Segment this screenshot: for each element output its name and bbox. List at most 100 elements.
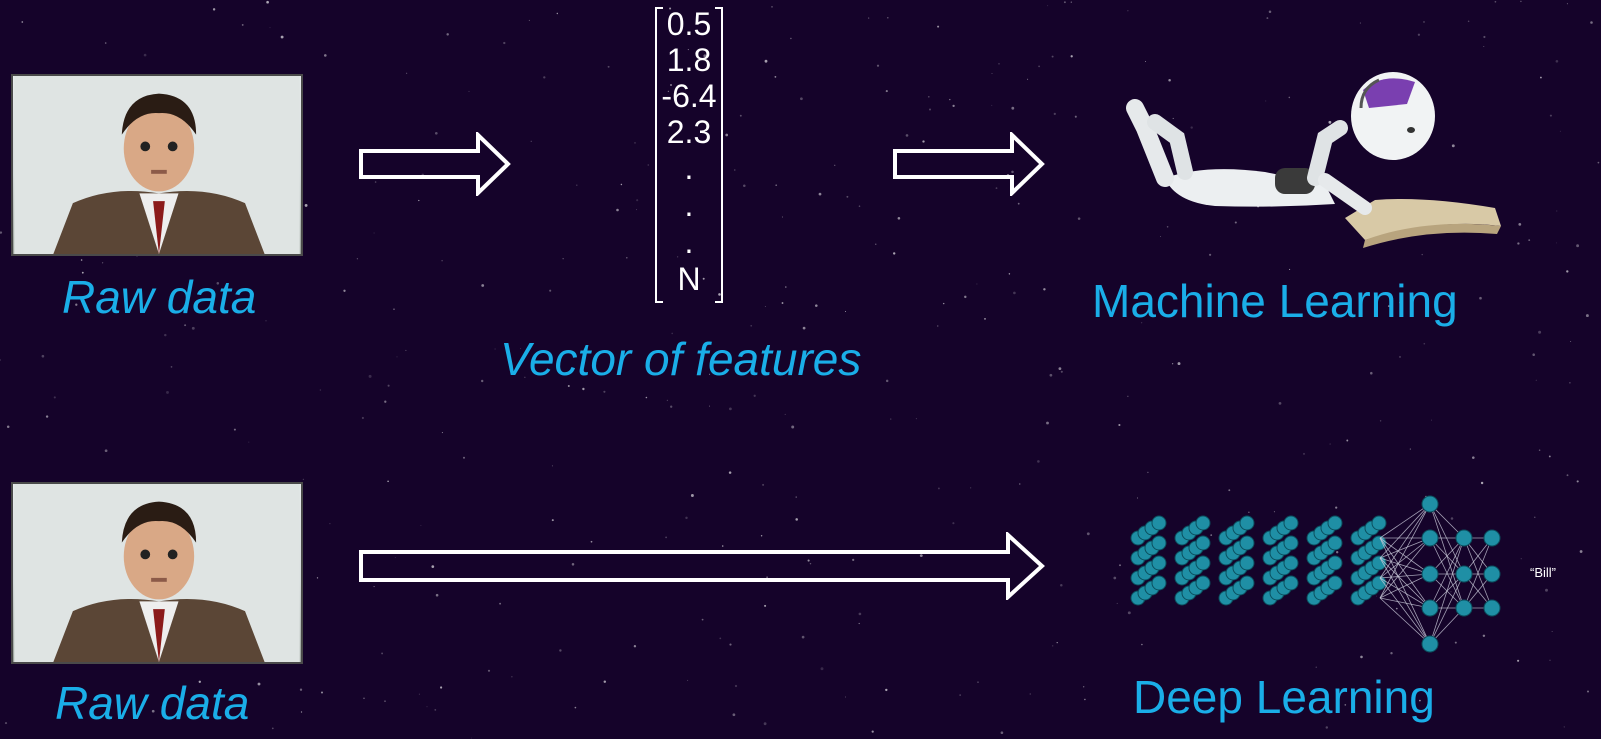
star (549, 289, 552, 292)
star (1284, 304, 1286, 305)
star (320, 691, 324, 694)
vector-value: 1.8 (666, 42, 712, 78)
star (280, 35, 284, 39)
network-node (1421, 495, 1439, 513)
star (1209, 253, 1212, 256)
star (844, 310, 847, 313)
star (1145, 61, 1146, 62)
star (1303, 452, 1305, 455)
network-edge (1463, 537, 1493, 609)
star (732, 713, 736, 717)
vector-value: . (684, 187, 694, 223)
star (373, 586, 375, 588)
star (304, 203, 308, 207)
star (801, 635, 805, 639)
network-node (1421, 565, 1439, 583)
star (636, 199, 639, 202)
star (1000, 731, 1004, 735)
star (494, 348, 496, 350)
star (356, 258, 359, 260)
star (809, 562, 812, 565)
star (1160, 235, 1161, 237)
network-node (1151, 555, 1167, 571)
star (1494, 0, 1497, 3)
star (426, 706, 428, 708)
star (1472, 456, 1475, 459)
star (1119, 564, 1121, 567)
star (795, 496, 797, 498)
star (520, 348, 522, 350)
star (543, 76, 546, 79)
star (300, 711, 303, 713)
star (1398, 355, 1402, 358)
star (396, 356, 398, 358)
star (1587, 690, 1589, 693)
star (728, 471, 732, 474)
network-node (1421, 635, 1439, 653)
network-node (1239, 575, 1255, 591)
star (645, 396, 648, 399)
network-edge (1429, 537, 1465, 609)
network-node (1239, 515, 1255, 531)
star (885, 688, 888, 692)
star (1387, 305, 1390, 307)
machine-learning-title: Machine Learning (1092, 275, 1458, 327)
star (760, 535, 763, 537)
star (815, 304, 818, 307)
star (487, 669, 491, 672)
star (1579, 550, 1583, 553)
star (481, 284, 485, 287)
star (1273, 511, 1275, 513)
star (1174, 688, 1176, 689)
star (384, 700, 386, 702)
star (1077, 217, 1081, 220)
star (701, 618, 704, 621)
star (212, 8, 216, 11)
star (1011, 170, 1014, 174)
star (1346, 439, 1349, 442)
star (603, 390, 606, 393)
star (937, 325, 939, 327)
star (1563, 726, 1565, 728)
star (374, 181, 377, 183)
star (1417, 33, 1421, 36)
star (1566, 474, 1569, 477)
deep-learning-title: Deep Learning (1133, 671, 1435, 723)
raw-data-caption-bottom: Raw data (55, 677, 250, 729)
star (420, 524, 422, 526)
star (393, 308, 395, 310)
star (1063, 1, 1066, 4)
star (671, 332, 674, 335)
star (919, 554, 923, 557)
star (1043, 288, 1046, 291)
raw-data-photo-top (11, 74, 303, 256)
star (1480, 481, 1484, 485)
star (1576, 480, 1579, 483)
star (435, 593, 439, 597)
star (21, 21, 24, 23)
star (669, 7, 672, 10)
star (1288, 96, 1291, 99)
star (1228, 489, 1231, 492)
star (104, 449, 108, 453)
star (373, 232, 375, 234)
star (845, 696, 846, 698)
star (743, 184, 746, 187)
star (858, 622, 860, 625)
star (1344, 704, 1347, 706)
star (1147, 471, 1149, 474)
arrow-right-icon (359, 132, 511, 196)
star (434, 131, 438, 135)
network-node (1283, 515, 1299, 531)
vector-of-features-caption: Vector of features (500, 333, 862, 385)
vector-bracket-right (715, 7, 723, 303)
star (562, 258, 564, 260)
star (1127, 10, 1129, 12)
network-edge (1379, 537, 1431, 645)
network-node (1151, 535, 1167, 551)
star (764, 604, 767, 607)
star (702, 277, 705, 280)
star (1597, 161, 1600, 164)
network-edge (1379, 537, 1431, 559)
star (871, 730, 874, 733)
